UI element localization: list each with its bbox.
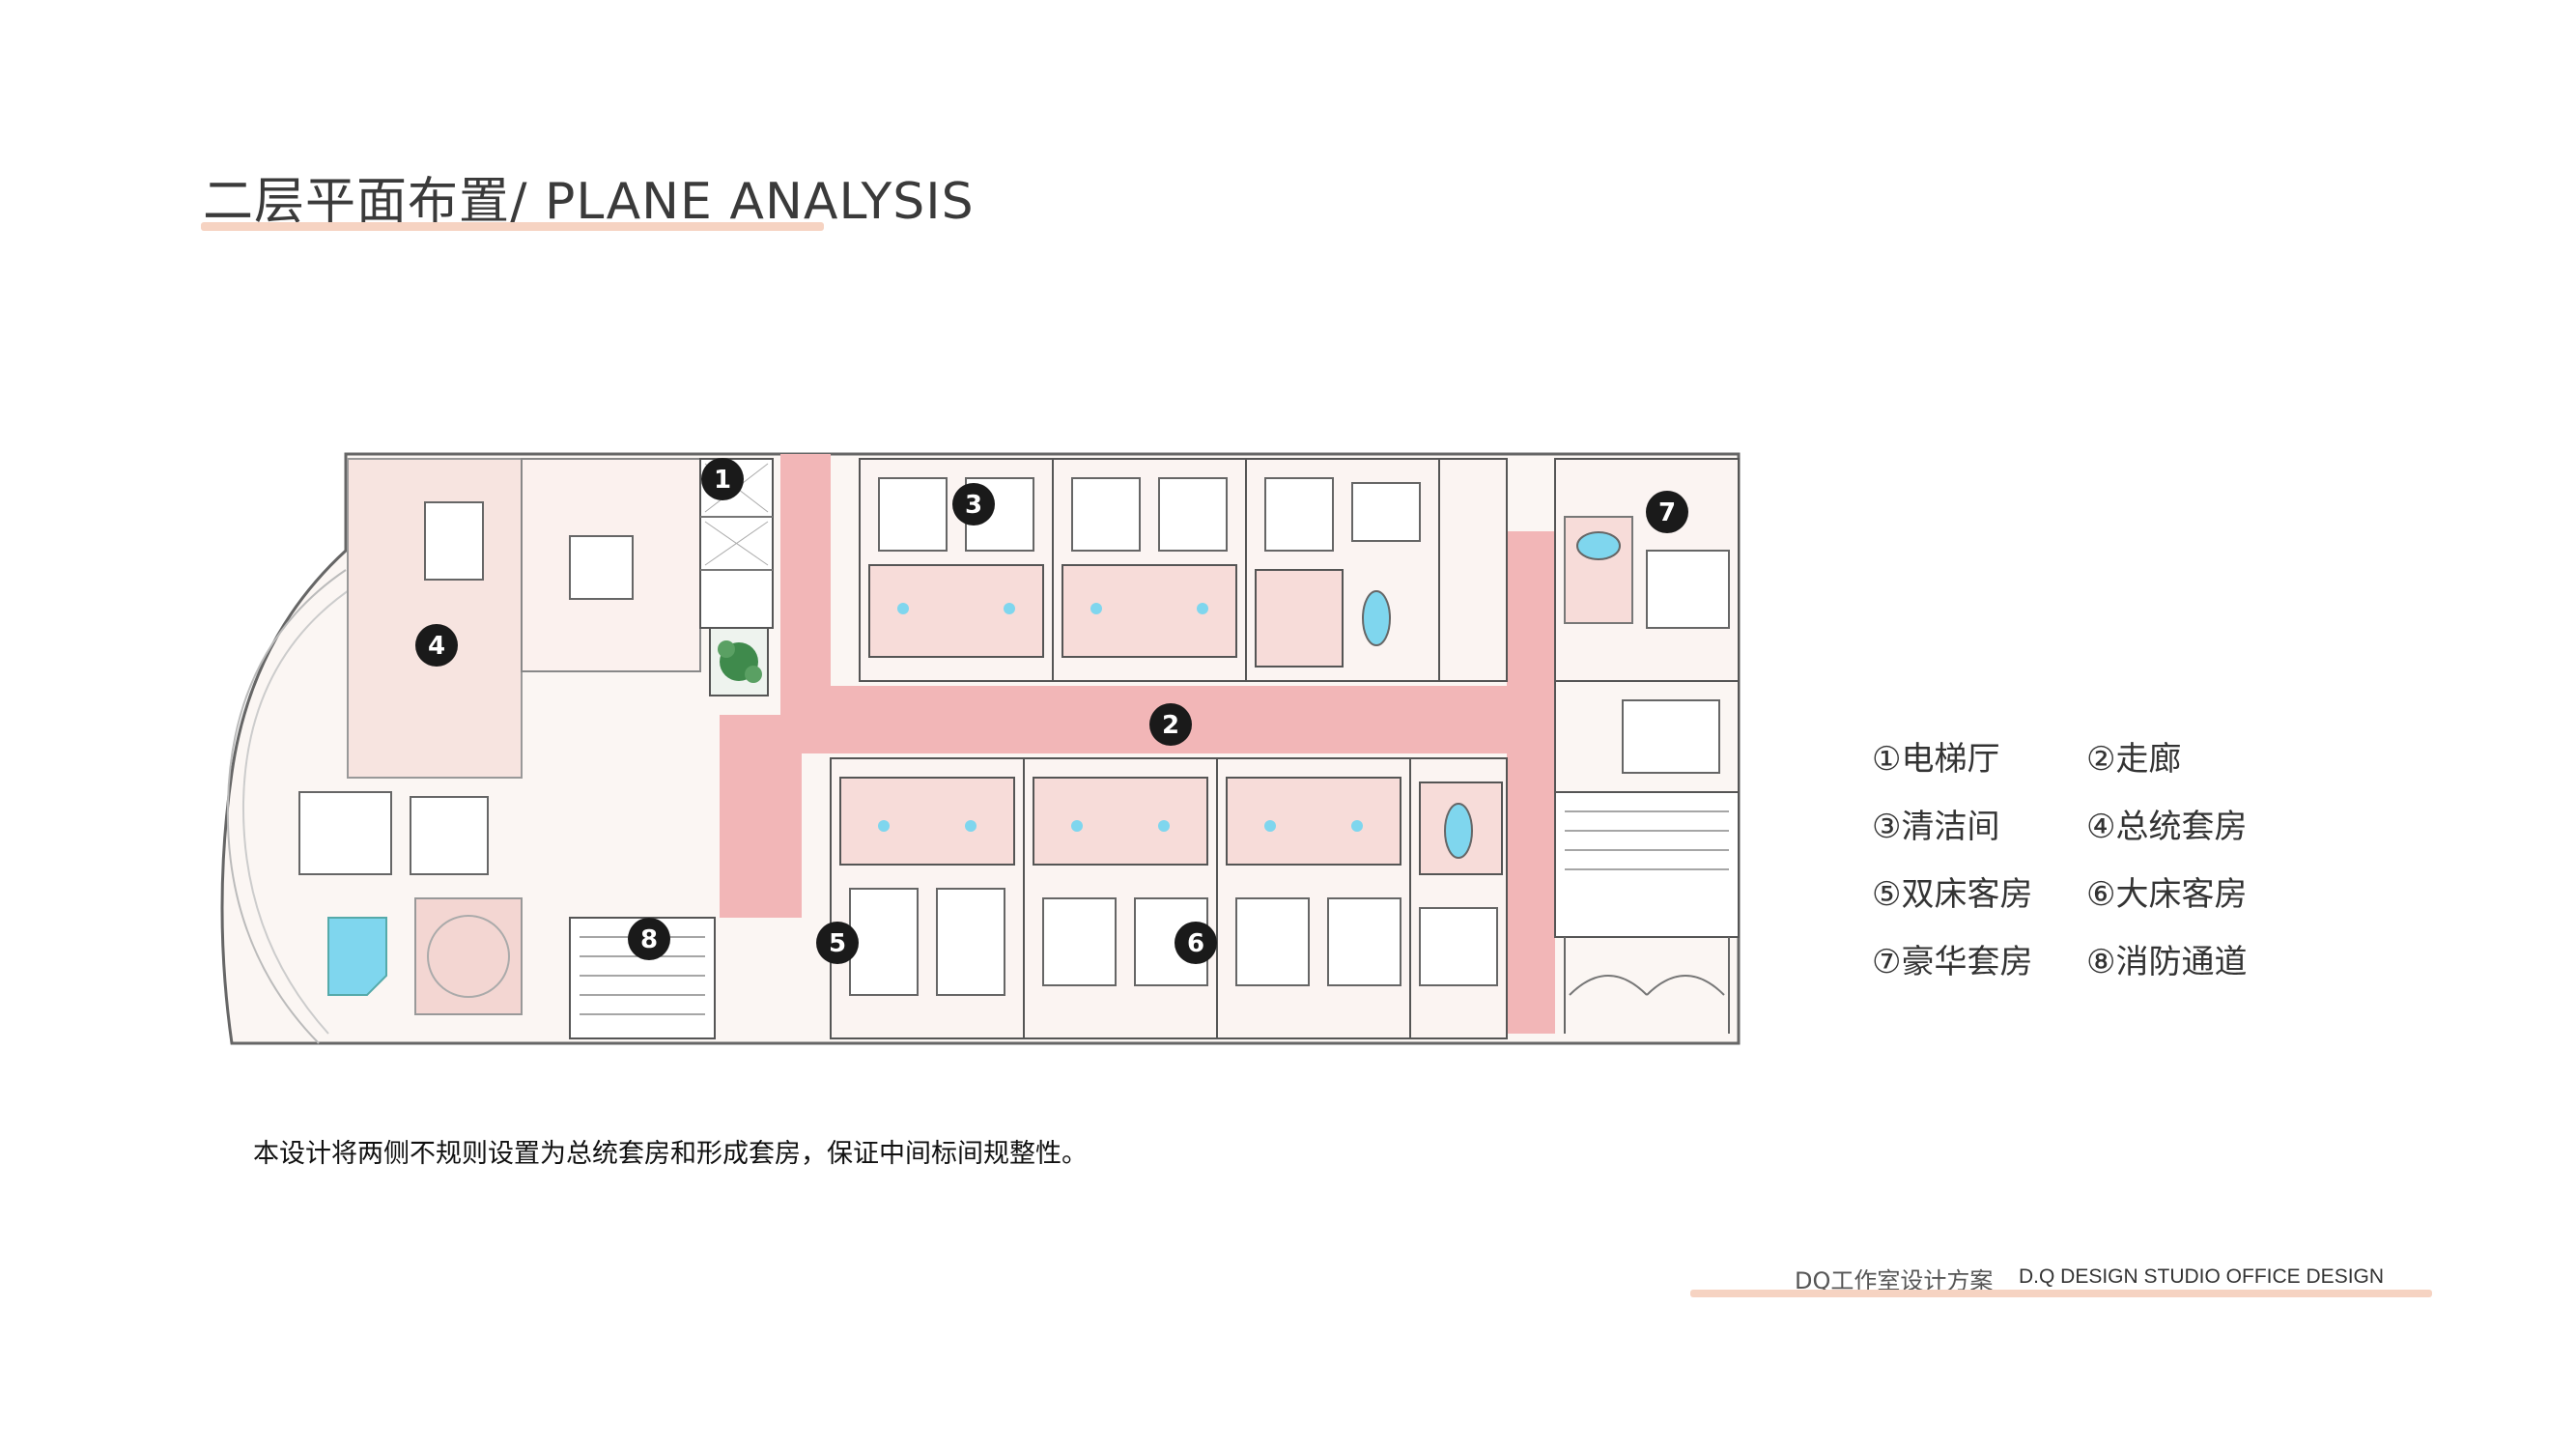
room-marker-5: 5 [816, 922, 859, 964]
room-marker-4: 4 [415, 624, 458, 667]
room-marker-1: 1 [701, 458, 744, 500]
room-legend: ①电梯厅 ②走廊 ③清洁间 ④总统套房 ⑤双床客房 ⑥大床客房 ⑦豪华套房 ⑧消… [1872, 742, 2301, 980]
marker-label: 2 [1162, 711, 1179, 740]
plan-base [220, 452, 1741, 1045]
floor-plan: 1 2 3 4 5 6 7 8 [220, 452, 1741, 1045]
marker-label: 3 [965, 491, 982, 520]
marker-label: 5 [829, 929, 846, 958]
legend-item-king-room: ⑥大床客房 [2086, 875, 2248, 914]
legend-item-cleaning-room: ③清洁间 [1872, 808, 2000, 846]
footer-studio-en: D.Q DESIGN STUDIO OFFICE DESIGN [2019, 1265, 2385, 1288]
room-marker-2: 2 [1149, 703, 1192, 746]
legend-item-presidential-suite: ④总统套房 [2086, 808, 2248, 846]
legend-item-elevator-lobby: ①电梯厅 [1872, 740, 2000, 779]
marker-label: 1 [714, 466, 731, 495]
room-marker-8: 8 [628, 918, 670, 960]
marker-label: 6 [1187, 929, 1204, 958]
design-note: 本设计将两侧不规则设置为总统套房和形成套房，保证中间标间规整性。 [253, 1139, 1088, 1169]
legend-item-corridor: ②走廊 [2086, 740, 2182, 779]
legend-item-twin-room: ⑤双床客房 [1872, 875, 2033, 914]
room-marker-6: 6 [1175, 922, 1217, 964]
title-underline [201, 222, 824, 231]
page-title: 二层平面布置/ PLANE ANALYSIS [203, 173, 975, 231]
legend-item-luxury-suite: ⑦豪华套房 [1872, 943, 2033, 981]
room-marker-7: 7 [1646, 491, 1688, 533]
legend-item-fire-escape: ⑧消防通道 [2086, 943, 2248, 981]
footer-underline [1690, 1290, 2432, 1297]
marker-label: 7 [1658, 498, 1676, 527]
marker-label: 8 [640, 925, 658, 954]
room-marker-3: 3 [952, 483, 995, 526]
marker-label: 4 [428, 632, 445, 661]
